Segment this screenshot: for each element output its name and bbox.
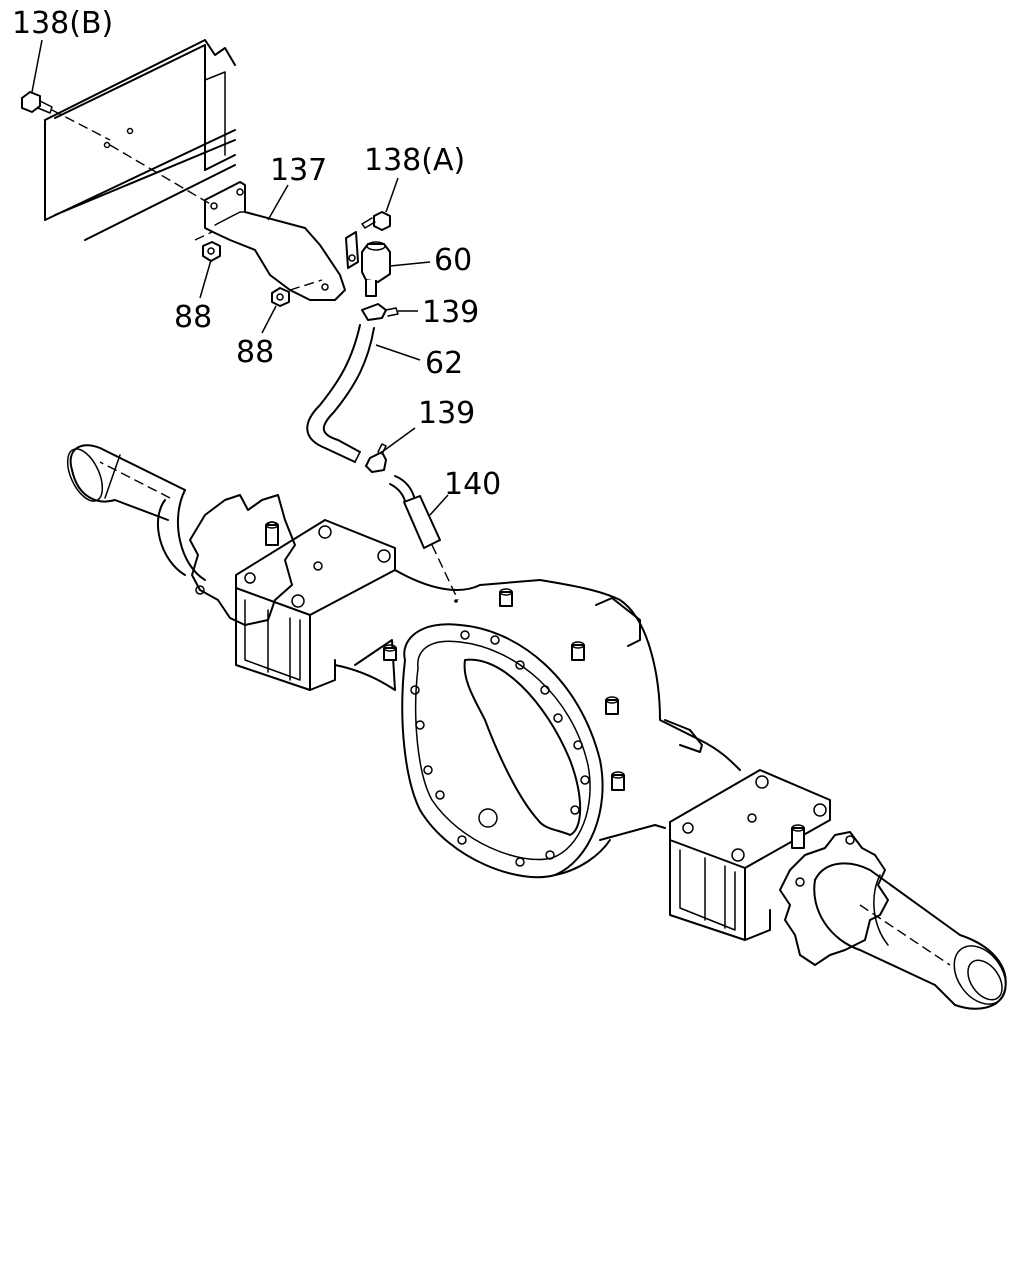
breather-valve-60 <box>345 231 391 297</box>
pipe-140 <box>389 475 459 601</box>
frame-rail <box>44 39 236 241</box>
callout-138a: 138(A) <box>364 143 465 178</box>
nut-88-left <box>202 241 221 262</box>
callout-62: 62 <box>425 346 463 381</box>
bracket-137 <box>109 144 346 301</box>
callout-140: 140 <box>444 467 501 502</box>
callout-139-lower: 139 <box>418 396 475 431</box>
bolt-138a <box>361 211 391 231</box>
clip-139-lower <box>365 443 387 473</box>
clip-139-upper <box>361 303 399 321</box>
axle-housing <box>66 444 1007 1010</box>
callout-139-upper: 139 <box>422 295 479 330</box>
callout-88-left: 88 <box>174 300 212 335</box>
callout-138b: 138(B) <box>12 6 113 41</box>
callout-60: 60 <box>434 243 472 278</box>
nut-88-right <box>271 287 290 307</box>
callout-137: 137 <box>270 153 327 188</box>
bolt-138b <box>21 91 111 141</box>
hose-62 <box>306 324 375 463</box>
callout-88-right: 88 <box>236 335 274 370</box>
